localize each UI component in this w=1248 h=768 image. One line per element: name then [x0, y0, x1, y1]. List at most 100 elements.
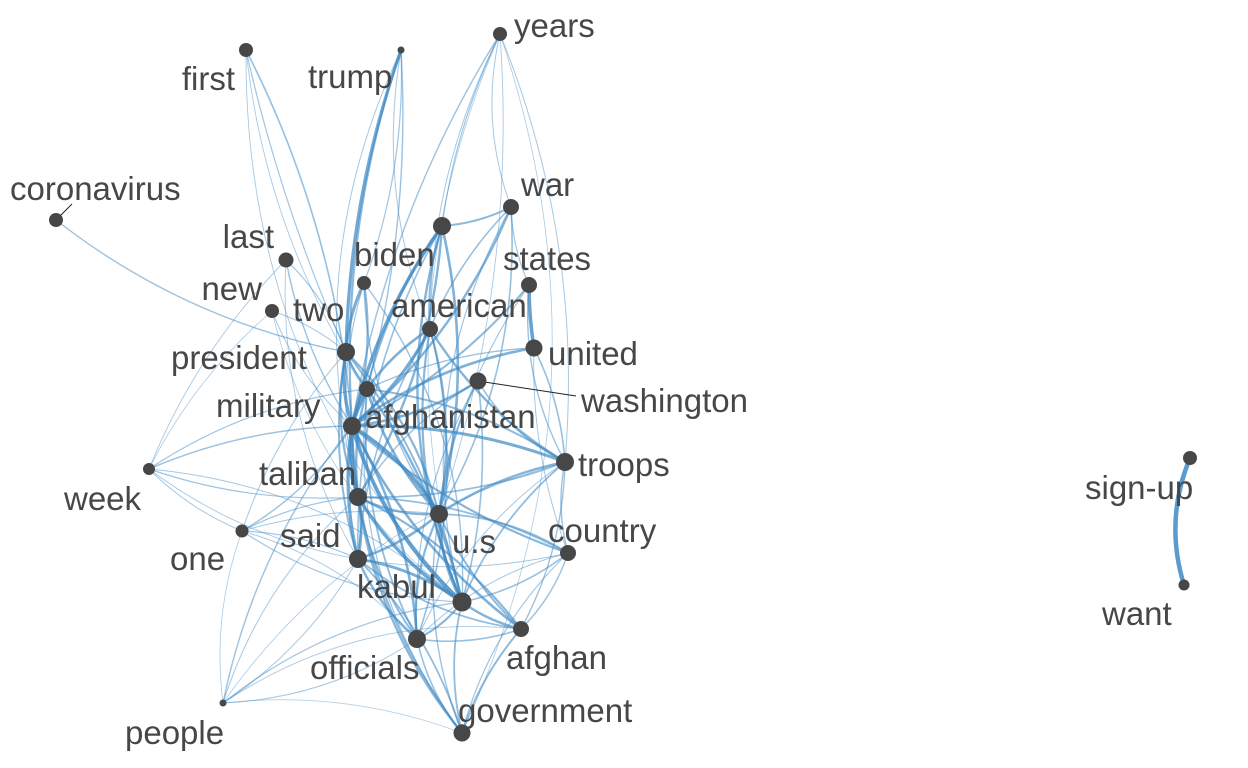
edge-afghanistan-said	[346, 424, 360, 561]
edge-said-afghan	[357, 558, 522, 630]
node-signup	[1183, 451, 1197, 465]
edge-us-troops	[437, 460, 567, 516]
node-biden	[357, 276, 371, 290]
edge-afghanistan-officials	[350, 424, 419, 641]
node-label-trump: trump	[308, 58, 392, 95]
edge-military-week	[148, 388, 368, 470]
edge-afghanistan-troops	[350, 424, 567, 464]
edge-afghanistan-one	[241, 425, 353, 532]
edge-coronavirus-president	[55, 219, 347, 353]
edge-war-us	[438, 206, 513, 515]
node-label-biden: biden	[354, 236, 435, 273]
node-coronavirus	[49, 213, 63, 227]
node-afghan	[513, 621, 529, 637]
node-years	[493, 27, 507, 41]
edge-afghanistan-country	[350, 424, 570, 555]
edge-two-military	[365, 224, 444, 391]
edge-taliban-country	[357, 496, 569, 554]
node-officials	[408, 630, 426, 648]
node-label-united: united	[548, 335, 638, 372]
edge-us-officials	[414, 512, 441, 641]
node-label-afghan: afghan	[506, 639, 607, 676]
edge-last-president	[285, 259, 347, 353]
edge-afghan-people	[222, 625, 522, 704]
edge-kabul-government	[453, 601, 463, 734]
edge-years-american	[429, 33, 501, 330]
edge-first-president	[245, 49, 347, 353]
edge-taliban-troops	[357, 461, 566, 499]
edge-said-us	[356, 512, 441, 561]
edge-people-troops	[222, 461, 566, 704]
edge-washington-kabul	[461, 380, 484, 603]
node-label-last: last	[223, 218, 274, 255]
edge-taliban-people	[222, 496, 359, 704]
edge-country-said	[357, 552, 569, 568]
edge-trump-afghanistan	[348, 48, 403, 428]
node-label-first: first	[182, 60, 235, 97]
edge-officials-one	[241, 530, 418, 640]
node-label-signup: sign-up	[1085, 469, 1193, 506]
node-week	[143, 463, 155, 475]
node-country	[560, 545, 576, 561]
edge-years-war	[491, 33, 512, 208]
node-label-country: country	[548, 512, 657, 549]
node-label-kabul: kabul	[357, 568, 436, 605]
edge-afghan-country	[520, 552, 569, 630]
edge-taliban-government	[356, 495, 464, 735]
node-us	[430, 505, 448, 523]
node-label-two: two	[293, 291, 344, 328]
edge-states-united	[527, 283, 536, 350]
node-trump	[397, 46, 405, 54]
edge-week-said	[148, 468, 359, 560]
edge-first-afghanistan	[245, 49, 353, 427]
edge-said-one	[241, 530, 359, 560]
node-new	[265, 304, 279, 318]
node-government	[453, 724, 471, 742]
node-afghanistan	[343, 417, 361, 435]
node-last	[278, 252, 294, 268]
edge-troops-officials	[416, 461, 566, 640]
edge-said-officials	[356, 557, 419, 641]
edge-states-troops	[526, 284, 566, 463]
edge-kabul-troops	[461, 461, 566, 603]
edge-country-officials	[416, 552, 569, 640]
edge-war-american	[429, 206, 512, 330]
node-label-one: one	[170, 540, 225, 577]
node-layer	[49, 27, 1197, 742]
edge-said-kabul	[356, 557, 464, 604]
edge-american-officials	[416, 328, 448, 640]
edge-years-us	[438, 33, 504, 515]
node-washington	[469, 372, 487, 390]
node-label-coronavirus: coronavirus	[10, 170, 181, 207]
node-label-week: week	[63, 480, 142, 517]
edge-afghan-officials	[416, 628, 522, 643]
edge-two-war	[441, 206, 512, 227]
edge-military-officials	[364, 388, 418, 640]
node-label-afghanistan: afghanistan	[365, 398, 536, 435]
node-two	[433, 217, 451, 235]
node-american	[422, 321, 438, 337]
node-label-years: years	[514, 7, 595, 44]
node-taliban	[349, 488, 367, 506]
edge-united-afghanistan	[350, 346, 536, 428]
edge-trump-american	[392, 49, 431, 330]
node-kabul	[452, 592, 472, 612]
edge-officials-government	[416, 638, 463, 734]
edge-united-military	[366, 347, 535, 390]
edge-last-week	[148, 259, 287, 470]
edge-taliban-officials	[357, 496, 418, 640]
edge-washington-us	[438, 380, 479, 515]
edge-two-american	[428, 225, 443, 330]
node-label-states: states	[503, 240, 591, 277]
edge-afghanistan-people	[222, 425, 353, 704]
node-military	[359, 381, 375, 397]
edge-washington-taliban	[357, 380, 479, 498]
node-troops	[556, 453, 574, 471]
node-president	[337, 343, 355, 361]
edge-president-one	[241, 351, 347, 532]
edge-said-people	[222, 558, 359, 704]
edge-washington-troops	[477, 380, 566, 463]
edge-afghanistan-government	[351, 425, 463, 734]
edge-afghanistan-week	[148, 425, 353, 470]
